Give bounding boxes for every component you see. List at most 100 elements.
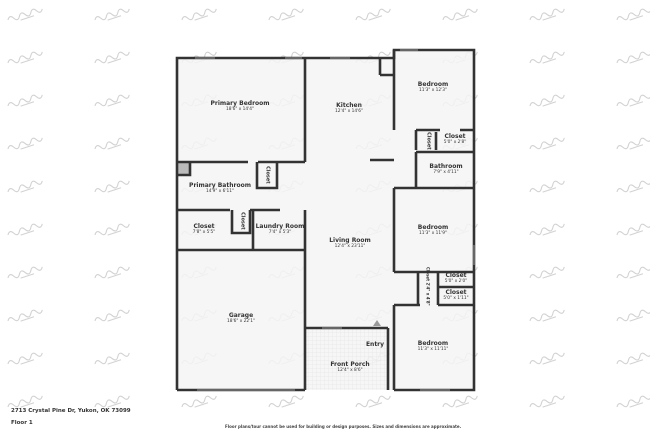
watermark-logo — [7, 94, 43, 107]
room-dims: 5'0" x 2'8" — [443, 139, 467, 145]
room-closet-e: Closet — [239, 212, 246, 230]
room-dims: 12'4" x 23'11" — [334, 243, 366, 249]
watermark-logo — [616, 223, 650, 236]
watermark-logo — [529, 395, 565, 408]
watermark-logo — [616, 395, 650, 408]
watermark-logo — [616, 51, 650, 64]
disclaimer: Floor plans/tour cannot be used for buil… — [225, 424, 462, 429]
watermark-logo — [94, 309, 130, 322]
watermark-logo — [529, 8, 565, 21]
watermark-logo — [616, 180, 650, 193]
room-dims: 2'4" x 4'8" — [425, 282, 431, 306]
room-dims: 5'0" x 2'0" — [444, 278, 468, 284]
watermark-logo — [7, 8, 43, 21]
room-name: Front Porch — [330, 361, 370, 368]
watermark-logo — [529, 223, 565, 236]
room-name: Closet — [445, 272, 467, 279]
watermark-logo — [7, 352, 43, 365]
watermark-logo — [616, 137, 650, 150]
watermark-logo — [7, 137, 43, 150]
watermark-logo — [616, 8, 650, 21]
watermark-logo — [529, 180, 565, 193]
watermark-logo — [94, 137, 130, 150]
room-dims: 5'0" x 1'11" — [443, 295, 469, 301]
watermark-logo — [181, 395, 217, 408]
watermark-logo — [94, 180, 130, 193]
room-dims: 11'3" x 12'3" — [419, 87, 447, 93]
room-entry: Entry — [365, 341, 385, 349]
watermark-logo — [7, 395, 43, 408]
room-name: Bedroom — [417, 81, 449, 88]
room-dims: 14'9" x 6'11" — [205, 188, 234, 194]
room-name: Closet — [445, 289, 467, 296]
watermark-logo — [94, 266, 130, 279]
room-name: Closet — [425, 267, 431, 282]
room-name: Garage — [228, 312, 254, 319]
watermark-logo — [181, 8, 217, 21]
watermark-logo — [616, 309, 650, 322]
porch-tiles — [306, 329, 388, 390]
room-dims: 7'9" x 4'11" — [433, 169, 459, 175]
room-dims: 18'6" x 22'1" — [227, 318, 255, 324]
room-name: Closet — [444, 133, 466, 140]
room-dims: 11'3" x 11'9" — [419, 230, 447, 236]
watermark-logo — [355, 395, 391, 408]
watermark-logo — [529, 137, 565, 150]
watermark-logo — [442, 8, 478, 21]
watermark-logo — [442, 395, 478, 408]
watermark-logo — [616, 94, 650, 107]
watermark-logo — [616, 266, 650, 279]
room-closet-f: Closet 2'4" x 4'8" — [425, 267, 431, 306]
watermark-logo — [529, 51, 565, 64]
room-dims: 18'6" x 14'4" — [225, 106, 254, 112]
room-name: Bedroom — [417, 340, 449, 347]
watermark-logo — [94, 395, 130, 408]
room-name: Primary Bathroom — [189, 182, 251, 189]
watermark-logo — [7, 309, 43, 322]
watermark-logo — [529, 309, 565, 322]
watermark-logo — [529, 94, 565, 107]
shower-fixture — [178, 163, 190, 175]
watermark-logo — [94, 94, 130, 107]
entry-arrow-icon — [373, 320, 381, 326]
watermark-logo — [616, 352, 650, 365]
room-dims: 7'8" x 5'5" — [192, 229, 216, 235]
watermark-logo — [94, 352, 130, 365]
watermark-logo — [529, 266, 565, 279]
address: 2713 Crystal Pine Dr, Yukon, OK 73099 — [11, 408, 131, 414]
windows — [195, 49, 475, 391]
room-name: Entry — [365, 341, 385, 348]
room-dims: 12'4" x 14'6" — [335, 108, 363, 114]
watermark-logo — [94, 223, 130, 236]
room-dims: 12'4" x 8'6" — [337, 367, 363, 373]
room-dims: 11'3" x 11'11" — [417, 346, 449, 352]
room-name: Laundry Room — [255, 223, 305, 230]
room-closet-c: Closet — [264, 166, 271, 184]
watermark-logo — [7, 266, 43, 279]
watermark-logo — [94, 51, 130, 64]
room-name: Primary Bedroom — [210, 100, 270, 107]
watermark-logo — [268, 395, 304, 408]
watermark-logo — [355, 8, 391, 21]
watermark-logo — [7, 180, 43, 193]
room-name: Closet — [193, 223, 215, 230]
watermark-logo — [268, 8, 304, 21]
floor-label: Floor 1 — [11, 420, 33, 426]
room-name: Bathroom — [429, 163, 463, 170]
